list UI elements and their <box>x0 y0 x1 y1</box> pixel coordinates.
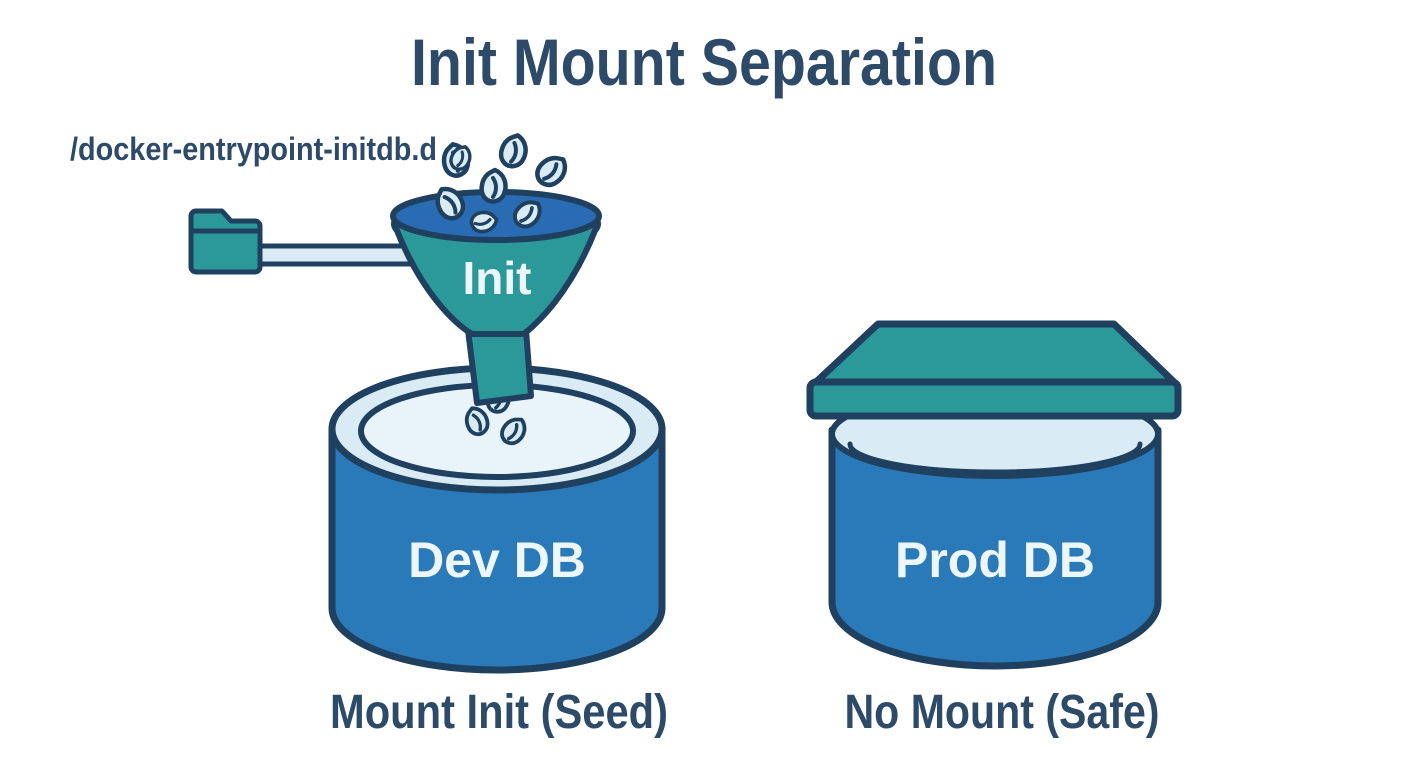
prod-db-rim-inner-line <box>847 441 1143 475</box>
prod-db-body <box>828 426 1162 670</box>
funnel-spout <box>465 327 534 406</box>
lid-icon <box>806 320 1182 420</box>
prod-db-cylinder <box>806 320 1182 670</box>
dev-db-cylinder <box>328 364 666 674</box>
funnel-label: Init <box>463 252 532 304</box>
mount-path-label: /docker-entrypoint-initdb.d <box>70 131 437 167</box>
dev-db-label: Dev DB <box>408 532 586 588</box>
right-caption: No Mount (Safe) <box>845 686 1160 739</box>
seed-icon <box>499 133 528 168</box>
prod-db-label: Prod DB <box>895 532 1095 588</box>
folder-shape <box>188 208 263 275</box>
seed-icon <box>482 170 506 201</box>
lid-front-edge <box>806 378 1182 420</box>
lid-top-face <box>812 320 1178 386</box>
left-caption: Mount Init (Seed) <box>330 686 668 739</box>
seed-icon <box>533 151 572 190</box>
folder-icon <box>188 208 263 275</box>
dev-db-body <box>328 424 666 674</box>
diagram-title: Init Mount Separation <box>411 25 997 99</box>
